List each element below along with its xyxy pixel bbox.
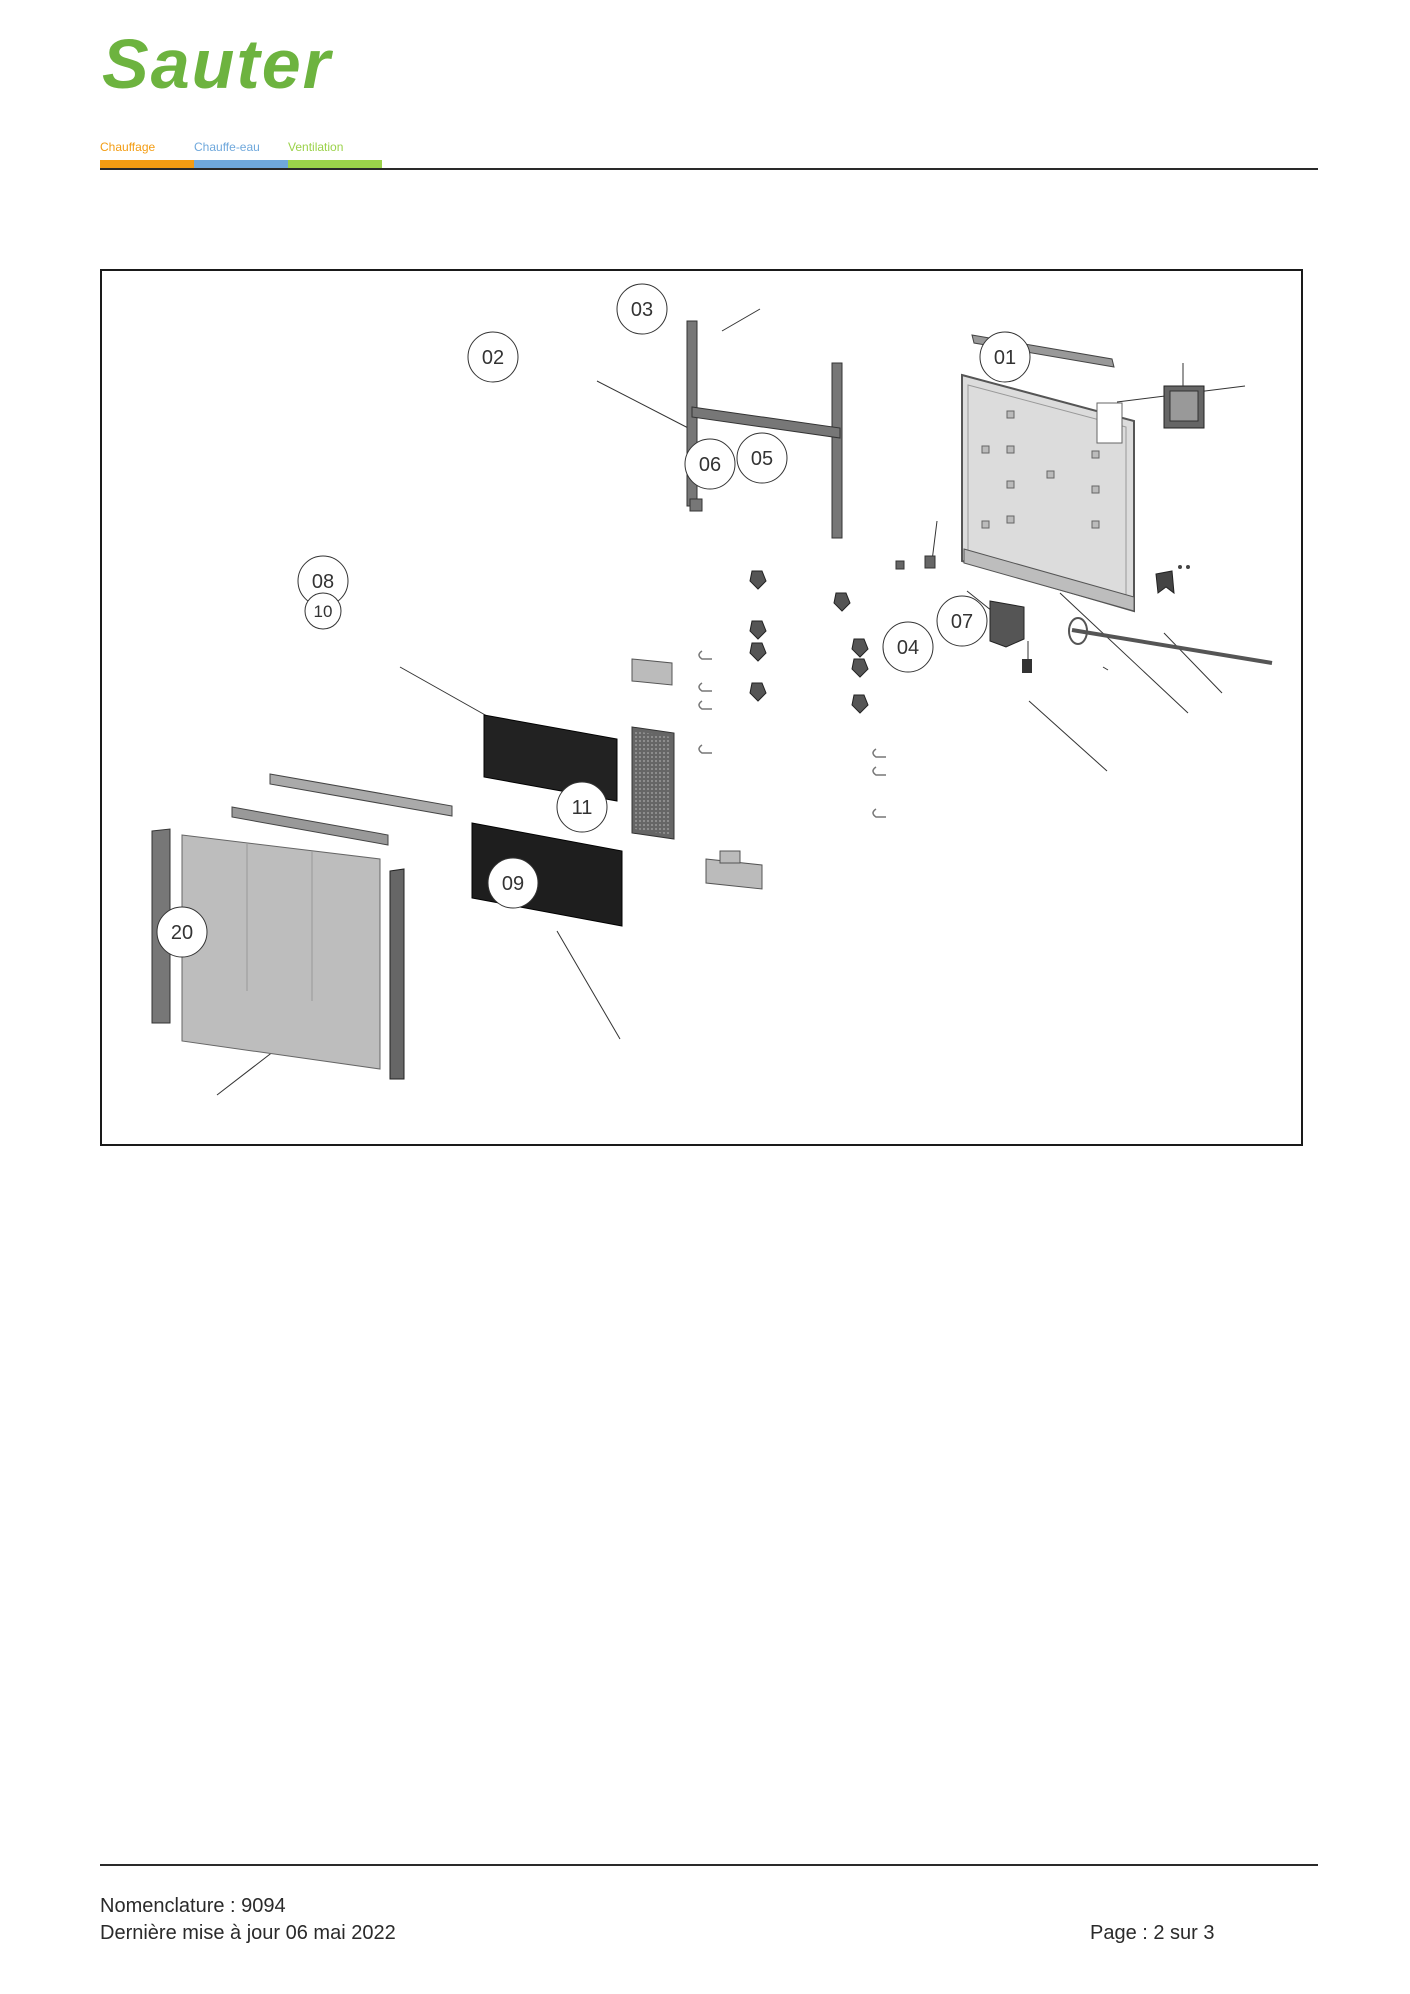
page-number: Page : 2 sur 3: [1090, 1922, 1215, 1944]
tab-chauffe-eau: Chauffe-eau: [194, 140, 288, 168]
callout-06: 06: [699, 454, 721, 476]
category-tabs: Chauffage Chauffe-eau Ventilation: [100, 140, 382, 168]
tab-label: Chauffe-eau: [194, 140, 260, 154]
tab-ventilation: Ventilation: [288, 140, 382, 168]
back-panel: [961, 373, 1135, 613]
nomenclature-text: Nomenclature : 9094: [100, 1895, 286, 1917]
small-switches: [895, 520, 938, 570]
bracket: [686, 320, 843, 539]
diagram-svg: 03 02 01 06 05 08 10 07 04 11 09 20: [151, 283, 1273, 1096]
last-updated-text: Dernière mise à jour 06 mai 2022: [100, 1922, 396, 1944]
brand-logo: Sauter: [102, 25, 334, 103]
panel-holes: [981, 410, 1100, 529]
callout-labels: 03 02 01 06 05 08 10 07 04 11 09 20: [171, 299, 1016, 944]
footer-divider: [100, 1864, 1318, 1866]
plastic-supports: [631, 658, 763, 890]
heating-spacers: [749, 570, 869, 714]
sensor-rod: [1068, 617, 1273, 665]
control-module: [1163, 363, 1205, 429]
thermostat-bracket: [989, 600, 1032, 673]
horizontal-rails: [231, 773, 453, 846]
clip: [1155, 565, 1190, 595]
filter-block: [631, 726, 675, 840]
tab-chauffage: Chauffage: [100, 140, 194, 168]
callout-11: 11: [572, 797, 593, 819]
tab-label: Chauffage: [100, 140, 156, 154]
callout-04: 04: [897, 637, 919, 659]
callout-03: 03: [631, 299, 653, 321]
callout-08: 08: [312, 571, 334, 593]
callout-20: 20: [171, 922, 193, 944]
brand-logo-text: Sauter: [102, 25, 334, 103]
tab-color-bar: [194, 160, 288, 168]
header-divider: [100, 168, 1318, 170]
callout-07: 07: [951, 611, 973, 633]
callout-markers: [156, 283, 1031, 958]
tab-color-bar: [288, 160, 382, 168]
tab-color-bar: [100, 160, 194, 168]
tab-label: Ventilation: [288, 140, 344, 154]
exploded-diagram: 03 02 01 06 05 08 10 07 04 11 09 20: [100, 269, 1303, 1146]
callout-01: 01: [994, 347, 1016, 369]
reflector-plate-upper: [483, 714, 618, 802]
callout-02: 02: [482, 347, 504, 369]
hooks: [698, 650, 886, 818]
callout-10: 10: [314, 602, 333, 621]
callout-05: 05: [751, 448, 773, 470]
callout-09: 09: [502, 873, 524, 895]
